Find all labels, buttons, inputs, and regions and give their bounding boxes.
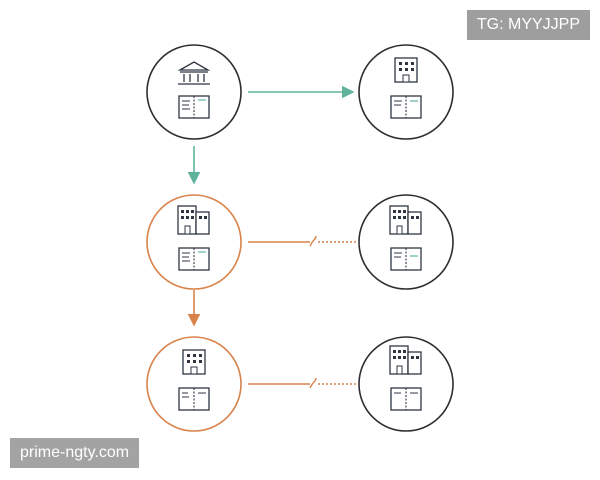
node-mid-right xyxy=(358,194,454,290)
office-buildings-icon xyxy=(389,345,422,375)
node-bottom-right xyxy=(358,336,454,432)
node-mid-left xyxy=(146,194,242,290)
ledger-book-icon xyxy=(390,387,422,411)
office-buildings-icon xyxy=(389,205,422,235)
node-top-right xyxy=(358,44,454,140)
watermark-badge-top: TG: MYYJJPP xyxy=(466,10,590,40)
ledger-book-icon xyxy=(390,95,422,119)
watermark-badge-bottom: prime-ngty.com xyxy=(10,438,140,468)
ledger-book-icon xyxy=(390,247,422,271)
building-icon xyxy=(394,57,418,83)
edge-bottom-broken-connector xyxy=(248,377,358,389)
bank-icon xyxy=(177,61,211,85)
node-top-left xyxy=(146,44,242,140)
building-icon xyxy=(182,349,206,375)
ledger-book-icon xyxy=(178,387,210,411)
edge-mid-broken-connector xyxy=(248,235,358,247)
office-buildings-icon xyxy=(177,205,210,235)
node-bottom-left xyxy=(146,336,242,432)
ledger-book-icon xyxy=(178,95,210,119)
ledger-book-icon xyxy=(178,247,210,271)
